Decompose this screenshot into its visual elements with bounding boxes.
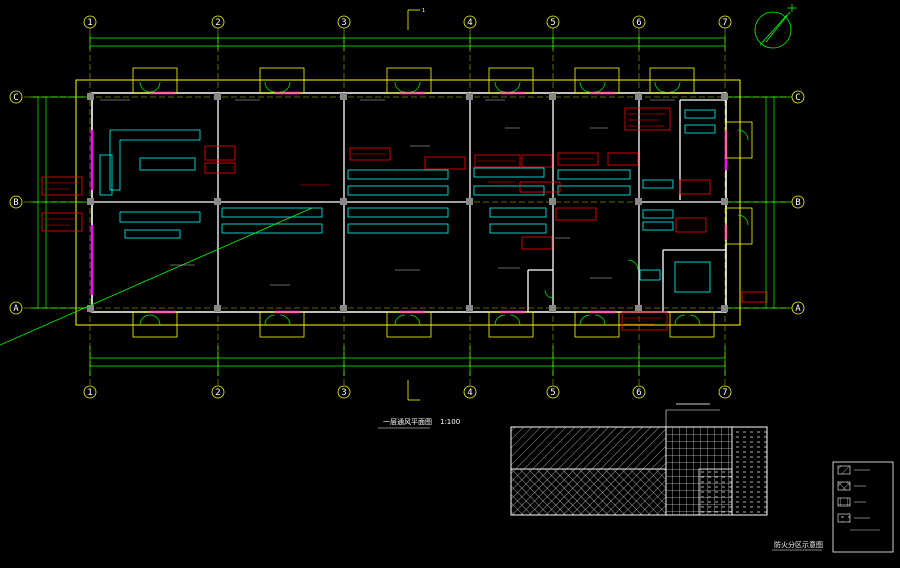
grid-label-top-4: 4 <box>467 18 472 28</box>
legend-swatch-diagonal <box>837 465 851 475</box>
grid-label-bottom-1: 1 <box>87 388 92 398</box>
grid-label-top-1: 1 <box>87 18 92 28</box>
duct-annotations <box>41 107 768 331</box>
grid-label-left-c: C <box>13 93 18 103</box>
grid-label-bottom-5: 5 <box>550 388 555 398</box>
grid-label-top-5: 5 <box>550 18 555 28</box>
ventilation-ducts <box>99 109 716 293</box>
grid-bubbles <box>9 15 805 399</box>
pattern-legend <box>832 461 894 553</box>
grid-label-bottom-3: 3 <box>341 388 346 398</box>
plan-scale: 1:100 <box>440 418 460 426</box>
grid-label-bottom-7: 7 <box>722 388 727 398</box>
bottom-dimension-lines <box>89 346 726 376</box>
zoning-diagram-title: 防火分区示意图 <box>774 540 823 549</box>
legend-swatch-cross <box>837 481 851 491</box>
grid-label-right-a: A <box>795 304 801 314</box>
room-label-marks <box>100 99 675 286</box>
legend-swatch-grid <box>837 497 851 507</box>
section-mark-label: 1 <box>422 8 425 14</box>
grid-axis-lines <box>24 28 792 385</box>
leader-line <box>0 207 313 346</box>
plan-title: 一层通风平面图 <box>383 417 432 426</box>
grid-label-top-6: 6 <box>636 18 641 28</box>
grid-label-right-c: C <box>795 93 800 103</box>
section-cut-line <box>407 9 420 401</box>
fire-zoning-diagram <box>510 403 768 516</box>
door-swings <box>139 81 749 326</box>
grid-label-bottom-2: 2 <box>215 388 220 398</box>
grid-label-right-b: B <box>795 198 800 208</box>
north-arrow-icon <box>754 4 797 49</box>
grid-label-bottom-4: 4 <box>467 388 472 398</box>
legend-swatch-dots <box>837 513 851 523</box>
grid-label-bottom-6: 6 <box>636 388 641 398</box>
window-bays <box>132 67 753 338</box>
grid-label-left-a: A <box>13 304 19 314</box>
grid-label-left-b: B <box>13 198 18 208</box>
grid-label-top-2: 2 <box>215 18 220 28</box>
structural-columns <box>87 93 728 312</box>
grid-label-top-3: 3 <box>341 18 346 28</box>
top-dimension-lines <box>89 34 726 50</box>
annotation-text-marks <box>45 113 666 325</box>
grid-label-top-7: 7 <box>722 18 727 28</box>
